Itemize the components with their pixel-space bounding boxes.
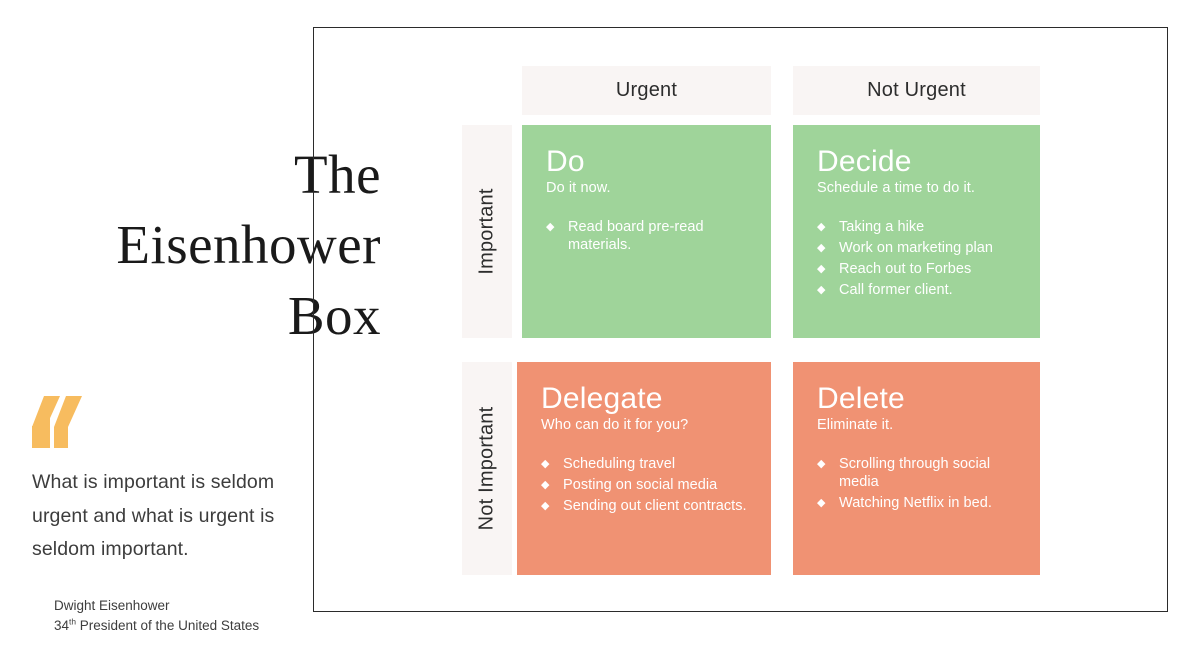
quadrant-do: Do Do it now. ◆ Read board pre-read mater… — [522, 125, 771, 338]
row-header-important: Important — [462, 125, 512, 338]
column-header-urgent: Urgent — [522, 66, 771, 115]
diamond-bullet-icon: ◆ — [541, 499, 550, 512]
list-item-label: Posting on social media — [563, 476, 718, 493]
diamond-bullet-icon: ◆ — [817, 220, 826, 233]
quadrant-delete: Delete Eliminate it. ◆ Scrolling through … — [793, 362, 1040, 575]
list-item-label: Call former client. — [839, 281, 953, 298]
diamond-bullet-icon: ◆ — [817, 241, 826, 254]
list-item: ◆ Sending out client contracts. — [541, 498, 751, 516]
row-header-important-label: Important — [475, 188, 498, 275]
quadrant-delegate-list: ◆ Scheduling travel ◆ Posting on social me… — [541, 456, 751, 516]
quadrant-decide-list: ◆ Taking a hike ◆ Work on marketing plan ◆… — [817, 219, 1020, 300]
quadrant-do-title: Do — [546, 145, 585, 178]
quadrant-delete-title: Delete — [817, 382, 905, 415]
page-title-line-2: Eisenhower — [116, 214, 381, 276]
list-item-label: Reach out to Forbes — [839, 260, 972, 277]
list-item-label: Work on marketing plan — [839, 239, 993, 256]
list-item: ◆ Work on marketing plan — [817, 240, 1020, 258]
diamond-bullet-icon: ◆ — [541, 478, 550, 491]
list-item-label: Sending out client contracts. — [563, 497, 747, 514]
diamond-bullet-icon: ◆ — [817, 262, 826, 275]
list-item: ◆ Call former client. — [817, 282, 1020, 300]
row-header-not-important: Not Important — [462, 362, 512, 575]
eisenhower-matrix: Urgent Not Urgent Important Not Importan… — [462, 66, 1040, 575]
diamond-bullet-icon: ◆ — [546, 220, 555, 233]
quadrant-delegate-subtitle: Who can do it for you? — [541, 417, 689, 433]
quote-attribution: Dwight Eisenhower 34th President of the … — [54, 596, 354, 636]
list-item-label: Watching Netflix in bed. — [839, 494, 992, 511]
list-item: ◆ Scheduling travel — [541, 456, 751, 474]
quadrant-decide-subtitle: Schedule a time to do it. — [817, 180, 976, 196]
quote-author: Dwight Eisenhower — [54, 598, 170, 613]
role-number: 34 — [54, 617, 70, 633]
quadrant-delegate: Delegate Who can do it for you? ◆ Schedul… — [517, 362, 771, 575]
quadrant-do-list: ◆ Read board pre-read materials. — [546, 219, 751, 255]
list-item-label: Taking a hike — [839, 218, 925, 235]
list-item: ◆ Posting on social media — [541, 477, 751, 495]
diamond-bullet-icon: ◆ — [541, 457, 550, 470]
page-title-line-3: Box — [287, 284, 381, 346]
role-text: President of the United States — [76, 617, 260, 633]
quote-author-role: 34th President of the United States — [54, 616, 354, 636]
quadrant-do-subtitle: Do it now. — [546, 180, 611, 196]
list-item-label: Read board pre-read materials. — [568, 218, 704, 253]
list-item: ◆ Watching Netflix in bed. — [817, 495, 1020, 513]
row-header-not-important-label: Not Important — [475, 406, 498, 531]
list-item: ◆ Taking a hike — [817, 219, 1020, 237]
list-item: ◆ Scrolling through social media — [817, 456, 1020, 492]
quadrant-decide-title: Decide — [817, 145, 912, 178]
role-ordinal-suffix: th — [69, 616, 77, 627]
quadrant-delete-list: ◆ Scrolling through social media ◆ Watchin… — [817, 456, 1020, 513]
quadrant-delete-subtitle: Eliminate it. — [817, 417, 894, 433]
quadrant-delegate-title: Delegate — [541, 382, 663, 415]
list-item: ◆ Reach out to Forbes — [817, 261, 1020, 279]
diamond-bullet-icon: ◆ — [817, 496, 826, 509]
left-panel: The Eisenhower Box What is important is … — [0, 0, 400, 653]
list-item-label: Scrolling through social media — [839, 455, 991, 490]
closing-quote-icon — [30, 396, 92, 448]
quadrant-decide: Decide Schedule a time to do it. ◆ Taking… — [793, 125, 1040, 338]
diamond-bullet-icon: ◆ — [817, 283, 826, 296]
list-item-label: Scheduling travel — [563, 455, 676, 472]
quote-text: What is important is seldom urgent and w… — [32, 471, 275, 561]
page-title: The Eisenhower Box — [0, 140, 381, 351]
page-title-line-1: The — [293, 144, 381, 205]
list-item: ◆ Read board pre-read materials. — [546, 219, 751, 255]
diamond-bullet-icon: ◆ — [817, 457, 826, 470]
column-header-not-urgent: Not Urgent — [793, 66, 1040, 115]
matrix-frame-border — [313, 27, 1168, 612]
